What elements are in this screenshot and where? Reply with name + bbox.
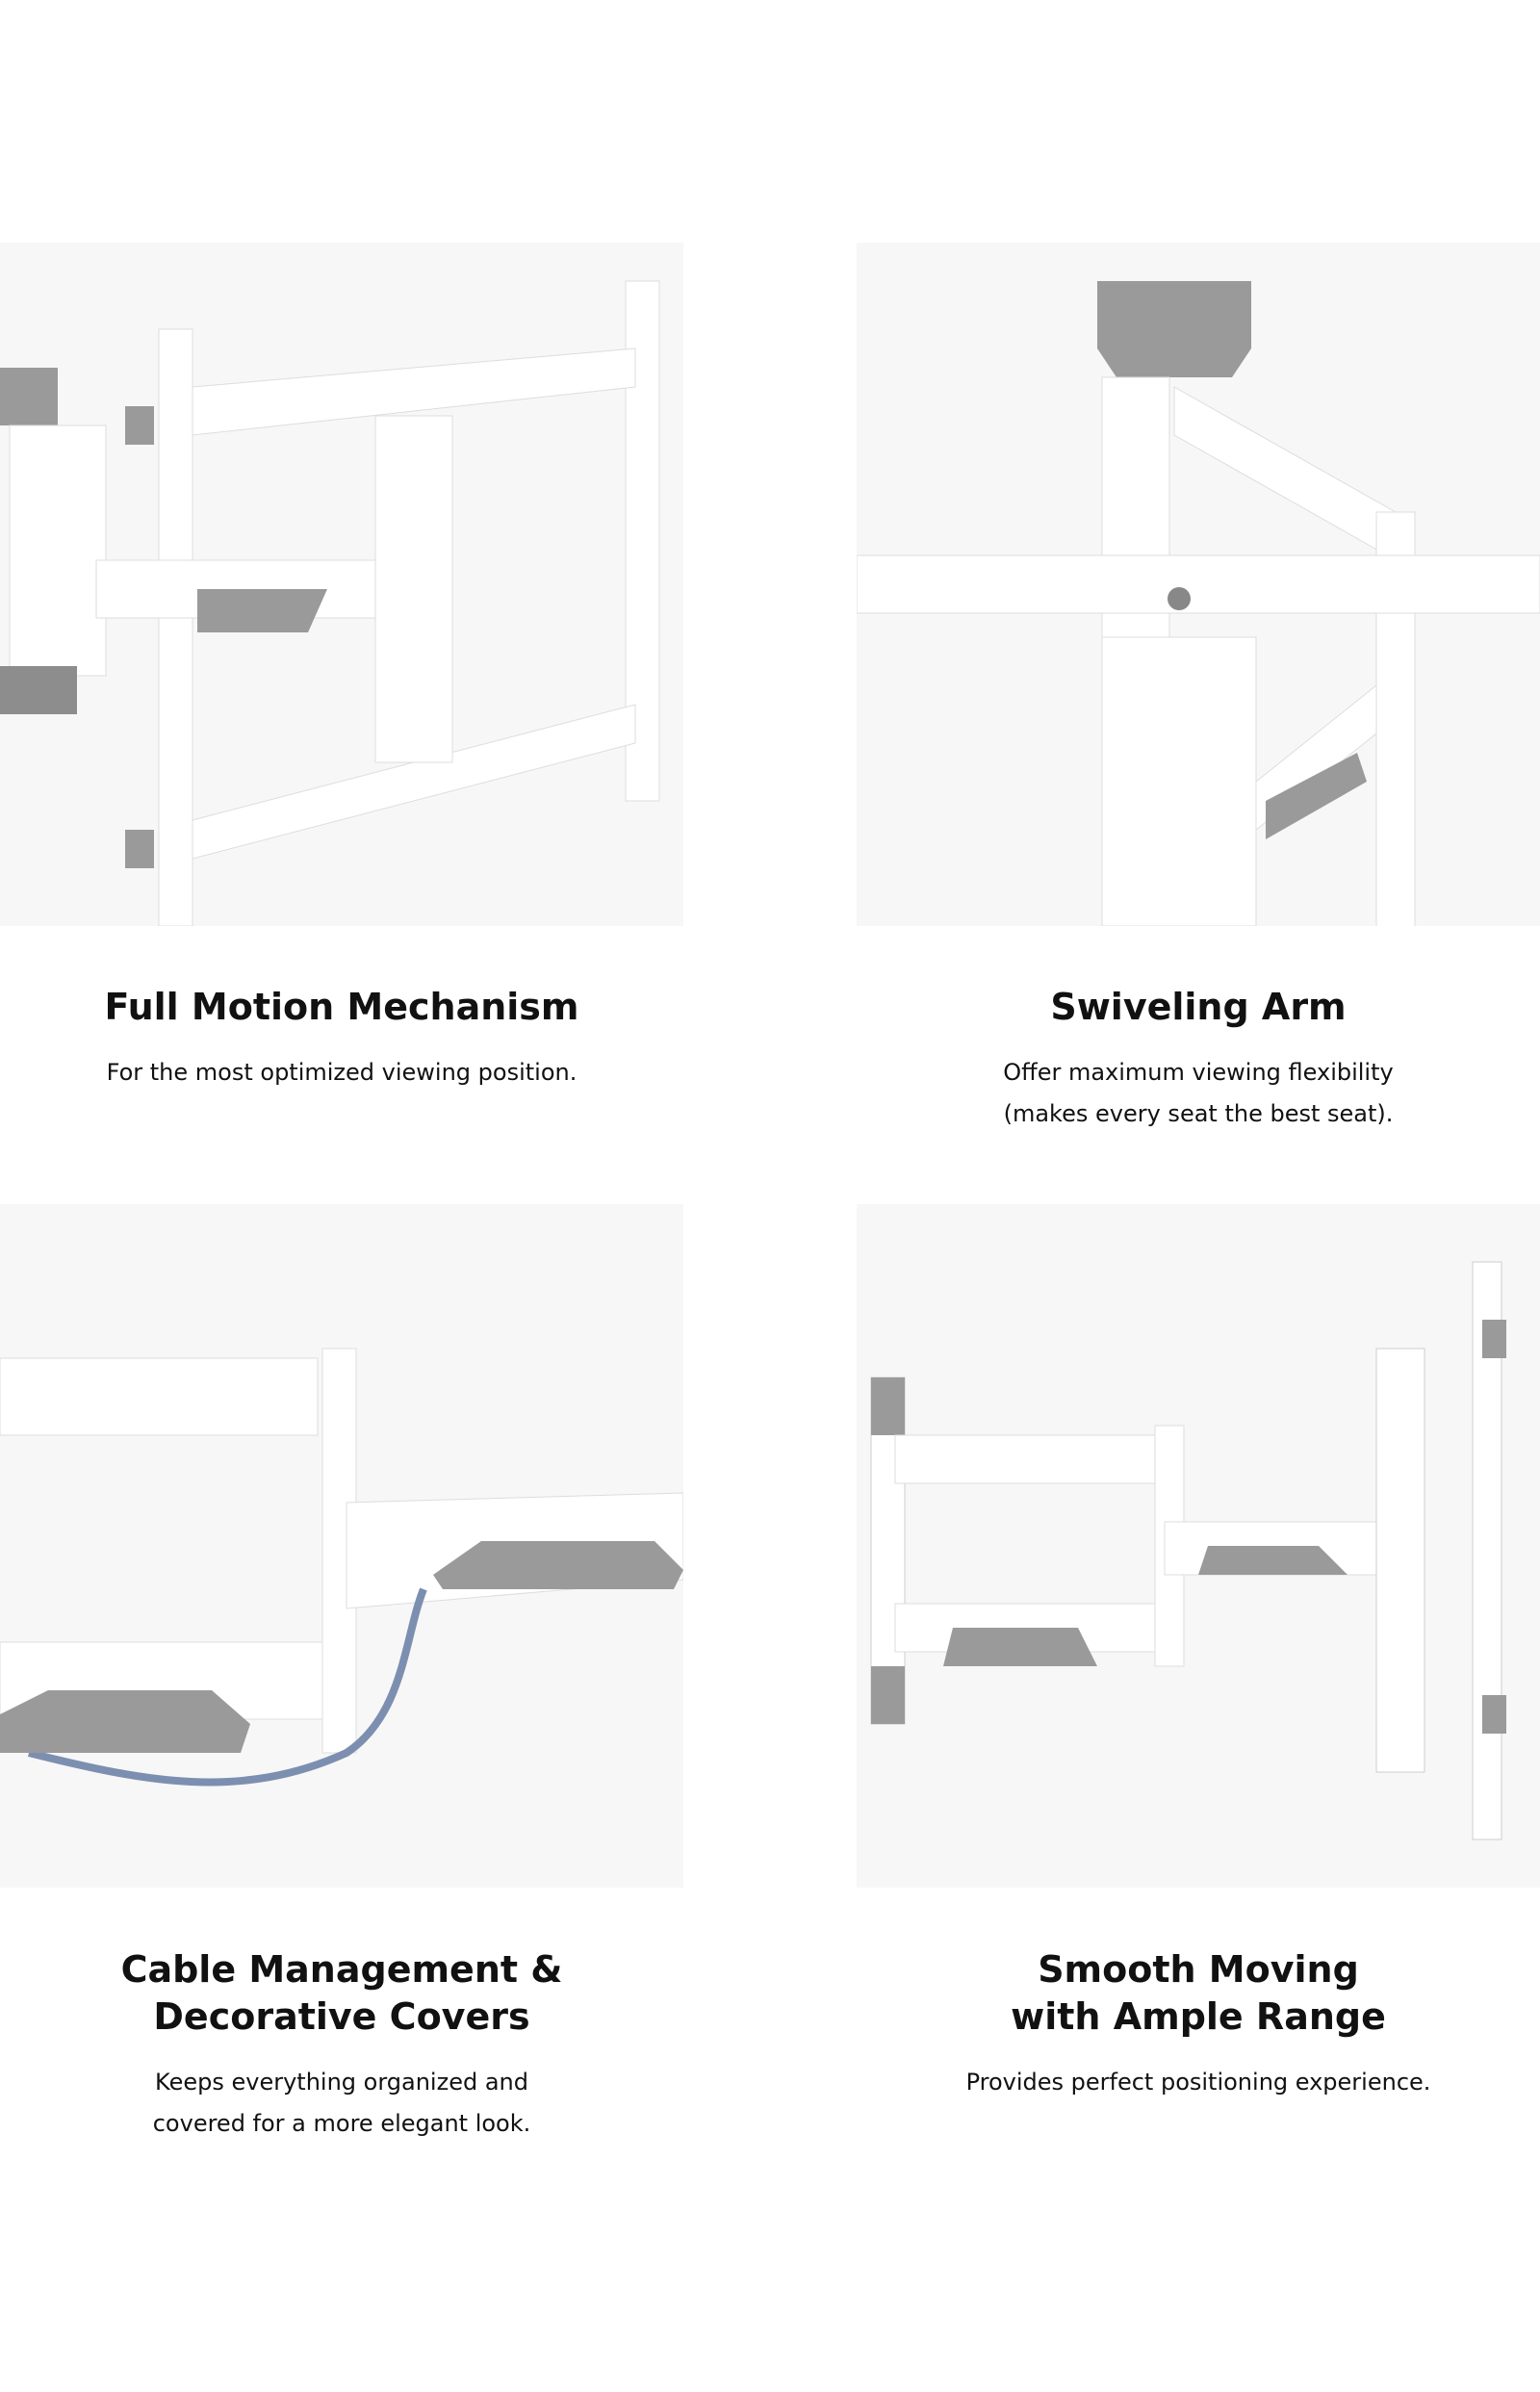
title-line: Smooth Moving	[1038, 1948, 1359, 1991]
feature-description: Provides perfect positioning experience.	[965, 2069, 1431, 2096]
cable-management-image	[0, 1204, 683, 1888]
description-line: (makes every seat the best seat).	[1003, 1100, 1394, 1127]
feature-title: Swiveling Arm	[1050, 986, 1347, 1028]
description-line: covered for a more elegant look.	[152, 2110, 531, 2137]
feature-description: Keeps everything organized and covered f…	[0, 2062, 683, 2145]
title-line: Decorative Covers	[153, 1995, 530, 2038]
feature-description: For the most optimized viewing position.	[106, 1059, 578, 1086]
feature-description: Offer maximum viewing flexibility (makes…	[857, 1052, 1540, 1135]
feature-swiveling-arm: Swiveling Arm Offer maximum viewing flex…	[857, 984, 1540, 1135]
title-line: with Ample Range	[1011, 1995, 1386, 2038]
feature-title: Full Motion Mechanism	[104, 986, 579, 1028]
feature-title: Smooth Moving with Ample Range	[857, 1946, 1540, 2041]
title-line: Cable Management &	[120, 1948, 563, 1991]
swiveling-arm-image	[857, 243, 1540, 926]
feature-title: Cable Management & Decorative Covers	[0, 1946, 683, 2041]
feature-cable-management: Cable Management & Decorative Covers Kee…	[0, 1946, 683, 2145]
description-line: Offer maximum viewing flexibility	[1003, 1059, 1394, 1086]
feature-full-motion: Full Motion Mechanism For the most optim…	[0, 984, 683, 1093]
full-motion-image	[0, 243, 683, 926]
smooth-moving-image	[857, 1204, 1540, 1888]
feature-smooth-moving: Smooth Moving with Ample Range Provides …	[857, 1946, 1540, 2103]
description-line: Keeps everything organized and	[155, 2069, 528, 2096]
